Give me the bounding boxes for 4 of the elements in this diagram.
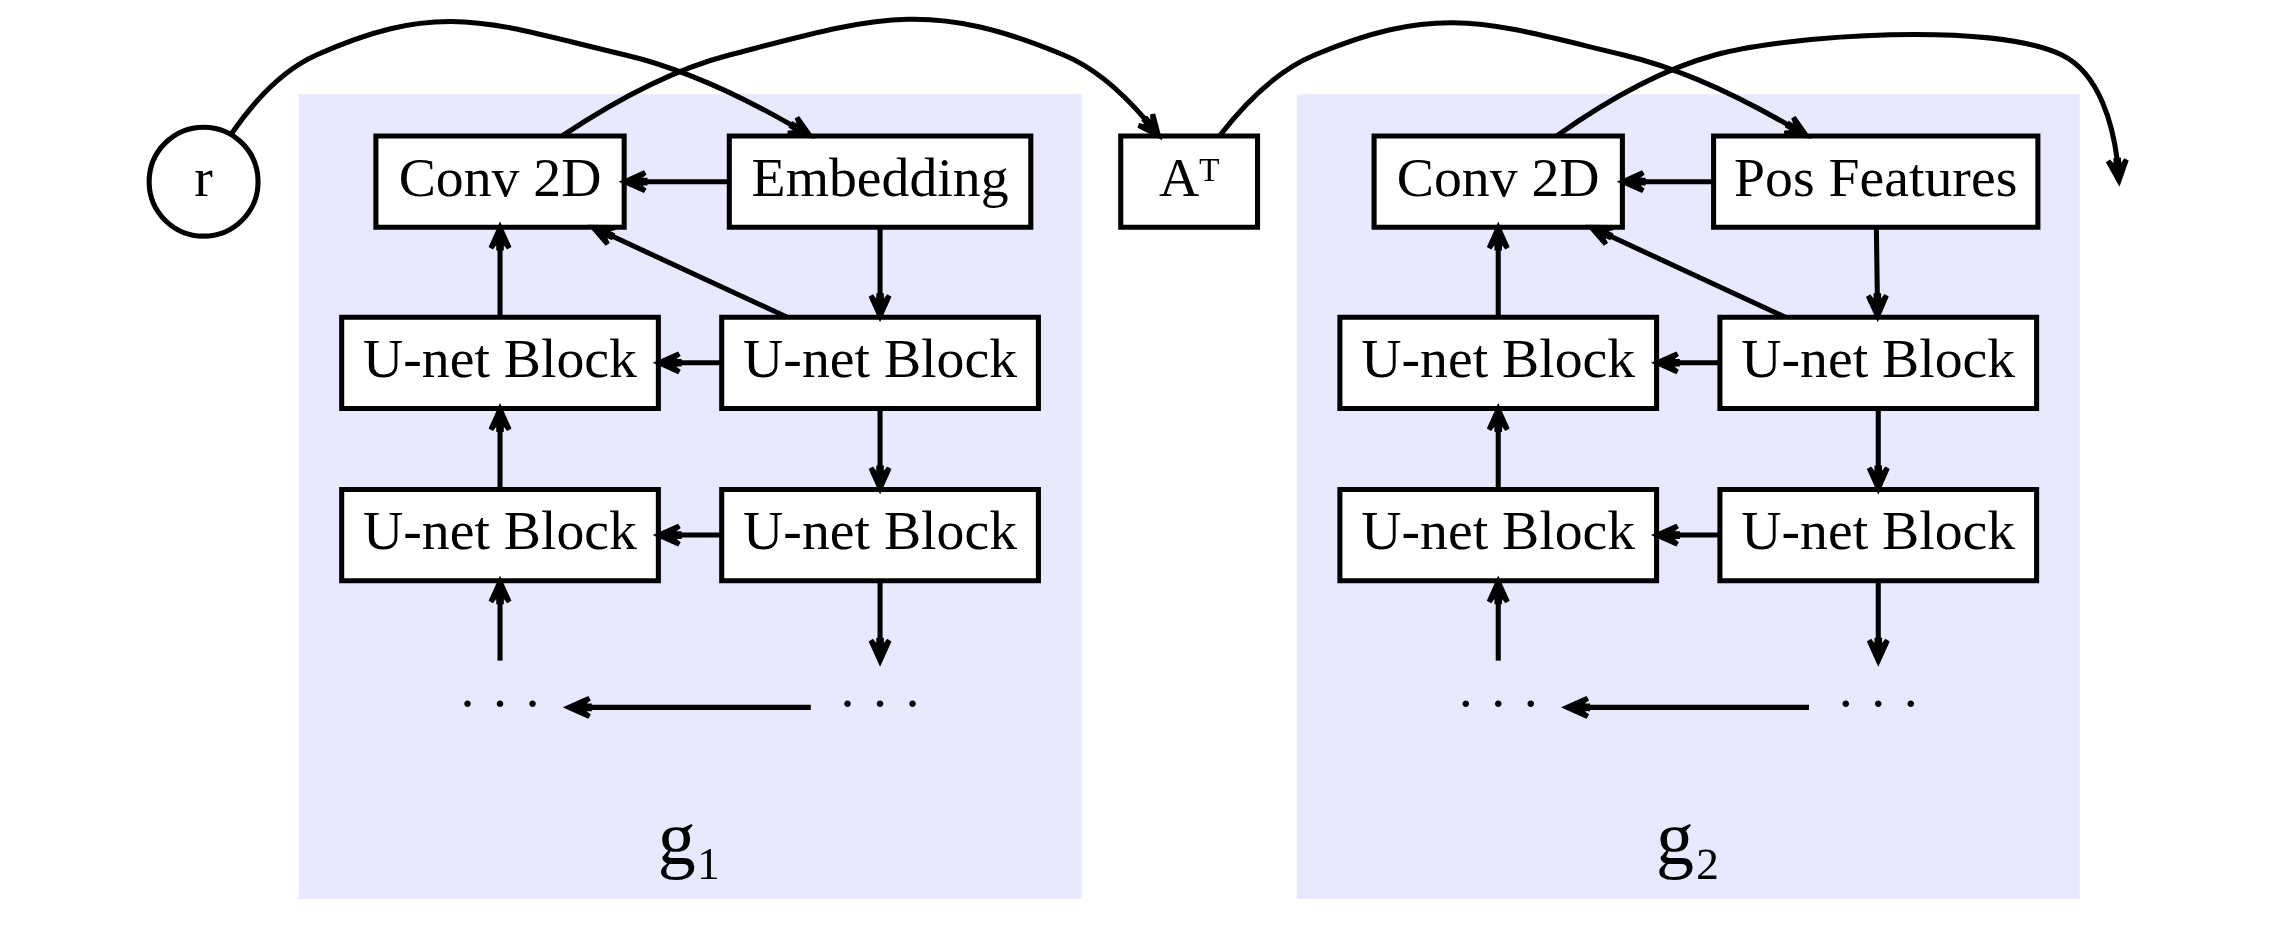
node-text: · · ·: [1456, 671, 1540, 734]
node-text: · · ·: [838, 671, 922, 734]
node-text: · · ·: [458, 671, 542, 734]
node-text: · · ·: [1836, 671, 1921, 734]
